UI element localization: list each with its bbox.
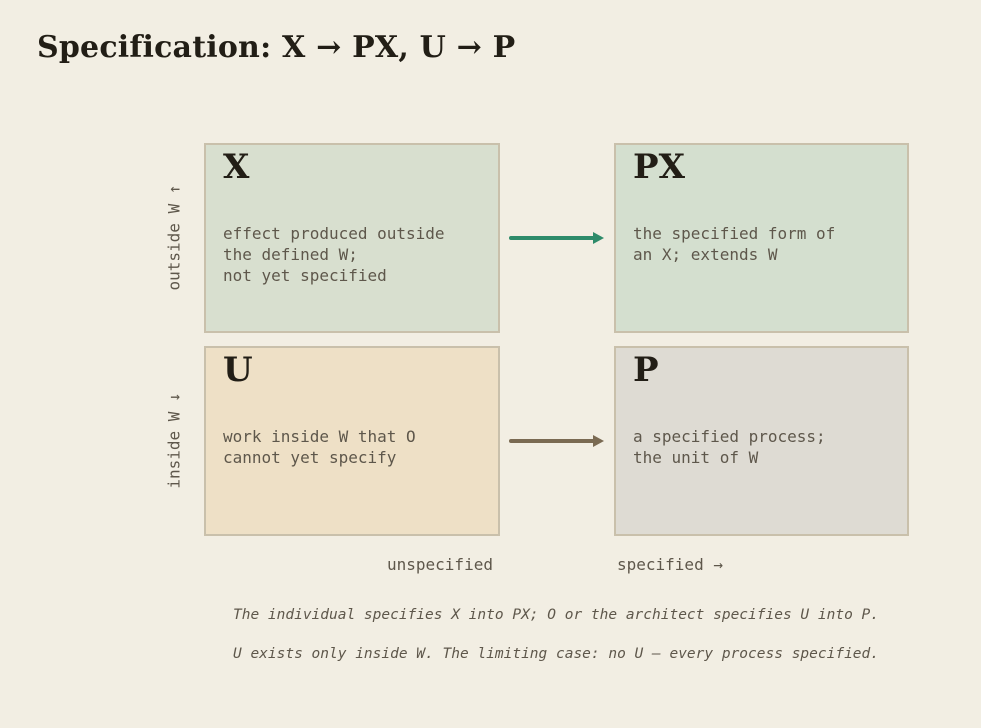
box-u: U work inside W that O cannot yet specif… — [204, 346, 500, 536]
box-x: X effect produced outside the defined W;… — [204, 143, 500, 333]
page-title: Specification: X → PX, U → P — [37, 30, 516, 65]
box-p-letter: P — [633, 350, 659, 390]
box-p-description: a specified process; the unit of W — [633, 427, 826, 467]
box-u-letter: U — [223, 350, 253, 390]
box-x-description: effect produced outside the defined W; n… — [223, 224, 445, 285]
box-x-letter: X — [223, 147, 250, 187]
arrow-u-to-p-head — [593, 435, 604, 447]
box-u-description: work inside W that O cannot yet specify — [223, 427, 416, 467]
box-p: P a specified process; the unit of W — [614, 346, 909, 536]
box-px: PX the specified form of an X; extends W — [614, 143, 909, 333]
axis-label-specified: specified → — [617, 555, 723, 574]
axis-label-unspecified: unspecified — [387, 555, 493, 574]
arrow-x-to-px-head — [593, 232, 604, 244]
footer-line-2: U exists only inside W. The limiting cas… — [232, 646, 879, 662]
box-px-description: the specified form of an X; extends W — [633, 224, 836, 264]
footer-line-1: The individual specifies X into PX; O or… — [232, 607, 879, 623]
box-px-letter: PX — [633, 147, 685, 187]
